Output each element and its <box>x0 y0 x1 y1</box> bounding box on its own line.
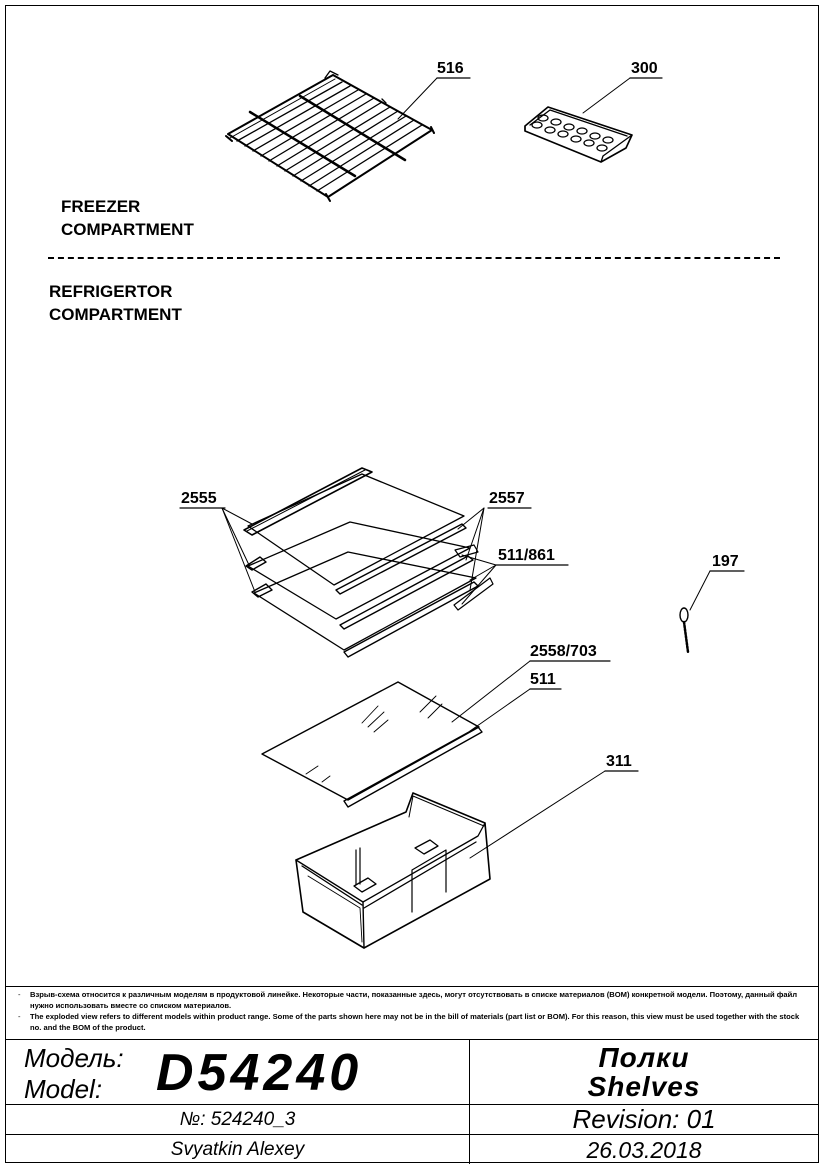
glass-cover-2558 <box>261 681 483 808</box>
wire-shelf-516 <box>225 70 435 202</box>
author: Svyatkin Alexey <box>170 1139 305 1160</box>
note-en-bullet: - <box>18 1012 21 1021</box>
freezer-section-label: FREEZER COMPARTMENT <box>61 195 194 241</box>
part-label-516: 516 <box>437 60 464 77</box>
hook-197 <box>679 607 690 654</box>
model-number: D54240 <box>156 1044 363 1102</box>
ice-tray-300 <box>524 106 633 163</box>
note-en: - The exploded view refers to different … <box>6 1011 818 1033</box>
part-label-2557: 2557 <box>489 490 525 507</box>
leader-516 <box>397 77 438 120</box>
glass-shelf-assembly <box>243 467 494 658</box>
freezer-label-line2: COMPARTMENT <box>61 220 194 239</box>
title-block-row-line <box>6 1104 818 1105</box>
part-label-511-861: 511/861 <box>498 547 555 564</box>
part-label-2555: 2555 <box>181 490 217 507</box>
part-label-197: 197 <box>712 553 739 570</box>
part-label-2558-703: 2558/703 <box>530 643 597 660</box>
revision: Revision: 01 <box>572 1104 716 1134</box>
part-label-511: 511 <box>530 671 556 688</box>
note-ru-text: Взрыв-схема относится к различным моделя… <box>30 990 798 1010</box>
refrigerator-section-label: REFRIGERTOR COMPARTMENT <box>49 280 182 326</box>
note-ru: - Взрыв-схема относится к различным моде… <box>6 989 818 1011</box>
model-label-ru: Модель: <box>24 1043 124 1073</box>
title-en: Shelves <box>587 1071 701 1102</box>
drawing-frame <box>5 5 819 1163</box>
title-block-row-line <box>6 1134 818 1135</box>
refrigerator-label-line2: COMPARTMENT <box>49 305 182 324</box>
note-en-text: The exploded view refers to different mo… <box>30 1012 800 1032</box>
compartment-divider <box>48 257 780 259</box>
part-label-300: 300 <box>631 60 658 77</box>
refrigerator-label-line1: REFRIGERTOR <box>49 282 173 301</box>
document-number: №: 524240_3 <box>179 1109 296 1130</box>
model-label-en: Model: <box>24 1074 103 1104</box>
crisper-drawer-311 <box>295 792 491 949</box>
note-ru-bullet: - <box>18 990 21 999</box>
title-block-divider <box>469 1040 470 1164</box>
disclaimer-notes: - Взрыв-схема относится к различным моде… <box>6 986 818 1033</box>
title-block: Модель: Model: D54240 Полки Shelves №: 5… <box>6 1039 818 1164</box>
title-ru: Полки <box>598 1042 690 1073</box>
freezer-label-line1: FREEZER <box>61 197 141 216</box>
part-label-311: 311 <box>606 753 632 770</box>
date: 26.03.2018 <box>586 1137 702 1163</box>
